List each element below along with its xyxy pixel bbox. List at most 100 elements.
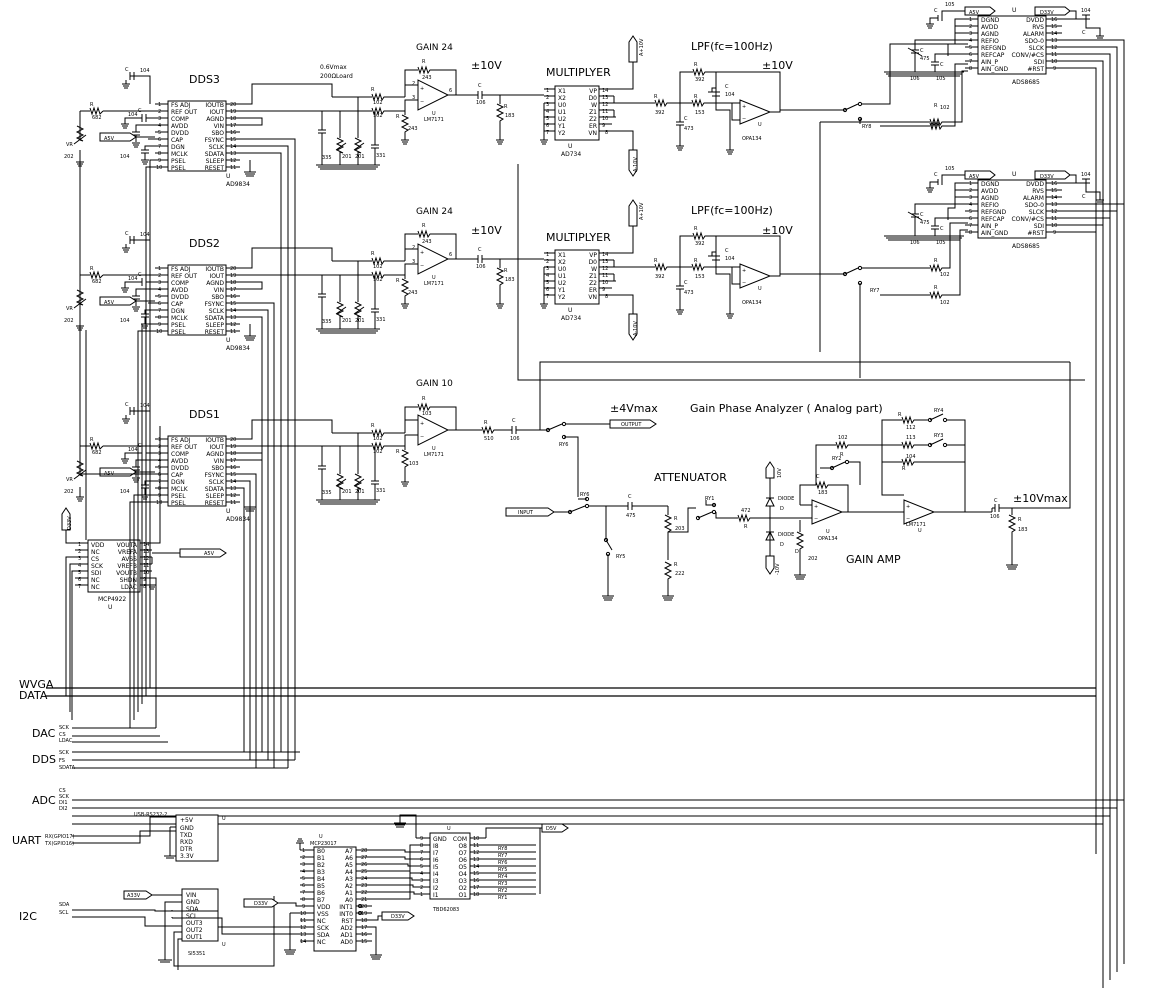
svg-text:16: 16 [473,878,479,884]
svg-text:AD1: AD1 [340,932,353,939]
ad734-numbers: 1 2 3 4 5 6 7 14 13 12 11 10 9 8 [546,88,608,136]
svg-text:Z2: Z2 [589,116,597,123]
svg-text:R: R [840,452,844,458]
svg-text:FS ADJ: FS ADJ [171,102,191,109]
svg-text:OUT2: OUT2 [186,927,203,934]
svg-text:RY3: RY3 [934,433,943,439]
svg-text:C: C [816,474,820,480]
svg-text:O8: O8 [458,843,467,850]
svg-text:RY2: RY2 [832,456,841,462]
svg-text:5: 5 [546,116,549,122]
svg-text:12: 12 [602,102,608,108]
svg-text:102: 102 [940,105,950,111]
svg-text:U: U [319,834,323,840]
svg-text:O1: O1 [458,892,467,899]
svg-text:I4: I4 [433,871,439,878]
svg-text:+: + [814,504,818,510]
svg-text:U0: U0 [558,102,566,109]
svg-text:VIN: VIN [214,123,224,130]
svg-text:MCP4922: MCP4922 [98,596,126,603]
svg-text:4: 4 [302,869,305,875]
svg-text:12: 12 [1051,45,1057,51]
svg-text:VOUTB: VOUTB [116,570,137,577]
svg-text:RY4: RY4 [498,874,507,880]
svg-text:102: 102 [373,100,383,106]
svg-text:102: 102 [838,435,848,441]
svg-text:OPA134: OPA134 [818,536,838,542]
svg-text:−: − [420,99,424,105]
svg-text:C: C [125,67,129,73]
ads8685-left-labels: DGND AVDD AGND REFIO REFGND REFCAP AIN_P… [981,17,1009,73]
svg-text:AVSS: AVSS [122,556,138,563]
svg-text:222: 222 [675,571,685,577]
svg-text:U: U [432,446,436,452]
svg-text:17: 17 [473,885,479,891]
usb-rs232-block: USB-RS232-2 U +5V GND TXD RXD DTR 3.3V [134,812,226,862]
svg-text:PSEL: PSEL [171,165,186,172]
svg-text:183: 183 [818,490,828,496]
svg-text:B0: B0 [317,848,325,855]
gain24a-label: GAIN 24 [416,43,453,53]
svg-text:SDA: SDA [186,906,199,913]
lpf-b-title: LPF(fc=100Hz) [691,204,773,217]
svg-text:RY4: RY4 [934,408,943,414]
svg-text:16: 16 [230,130,236,136]
dds-block-template: FS ADJ REF OUT COMP AVDD DVDD CAP DGN MC… [64,67,263,188]
svg-text:SDO-0: SDO-0 [1025,38,1044,45]
svg-text:153: 153 [695,110,705,116]
svg-text:7: 7 [158,144,161,150]
svg-text:3: 3 [969,31,972,37]
svg-text:104: 104 [1081,8,1091,14]
svg-text:510: 510 [484,436,494,442]
si5351-block: A33V VIN GND SDA SCL OUT3 OUT2 OUT1 SI53… [123,888,275,970]
svg-text:11: 11 [230,165,236,171]
svg-text:106: 106 [476,100,486,106]
svg-text:O3: O3 [458,878,467,885]
svg-text:9: 9 [158,158,161,164]
svg-text:14: 14 [602,88,608,94]
svg-text:14: 14 [473,864,479,870]
svg-text:C: C [920,48,924,54]
gainamp-title: GAIN AMP [846,553,901,566]
svg-text:26: 26 [361,862,367,868]
svg-text:RY6: RY6 [580,492,589,498]
svg-text:A4: A4 [345,869,353,876]
svg-text:C: C [138,108,142,114]
svg-text:MCLK: MCLK [171,151,189,158]
bus-i2c: I2C [19,910,37,923]
svg-text:A1: A1 [345,890,353,897]
svg-text:OUT3: OUT3 [186,920,203,927]
svg-text:ALARM: ALARM [1023,31,1044,38]
amp-stage-dds1: R 102 102 335 201 201 331 + − U LM7171 R… [240,164,1085,505]
svg-text:VN: VN [588,130,597,137]
svg-text:LM7171: LM7171 [906,522,926,528]
svg-text:U1: U1 [558,109,566,116]
svg-text:201: 201 [355,154,365,160]
svg-text:RY8: RY8 [498,846,507,852]
svg-text:23: 23 [361,883,367,889]
svg-text:SDI: SDI [1034,59,1044,66]
svg-text:RX(GPIO17): RX(GPIO17) [45,834,75,840]
svg-text:AGND: AGND [206,116,224,123]
svg-text:SCK: SCK [317,925,330,932]
pm10-a: ±10V [471,59,502,72]
svg-text:A0: A0 [345,897,353,904]
svg-text:ADS8685: ADS8685 [1012,79,1040,86]
svg-text:AGND: AGND [981,31,999,38]
svg-text:CAP: CAP [171,137,183,144]
svg-text:1: 1 [78,542,81,548]
svg-text:DGND: DGND [981,17,1000,24]
mcp23017-right: A7 A6 A5 A4 A3 A2 A1 A0 INT1 INT0 RST AD… [339,848,353,946]
svg-text:DI2: DI2 [59,806,68,812]
svg-text:14: 14 [230,144,236,150]
svg-text:RY1: RY1 [498,895,507,901]
ad734-right-labels: VP D0 W Z1 Z2 ER VN [588,88,597,137]
svg-text:2: 2 [78,549,81,555]
svg-text:RY8: RY8 [862,124,871,130]
svg-text:C: C [628,494,632,500]
svg-text:RY6: RY6 [498,860,507,866]
svg-text:3: 3 [546,102,549,108]
svg-text:202: 202 [808,556,818,562]
svg-text:102: 102 [373,113,383,119]
svg-text:103: 103 [422,411,432,417]
